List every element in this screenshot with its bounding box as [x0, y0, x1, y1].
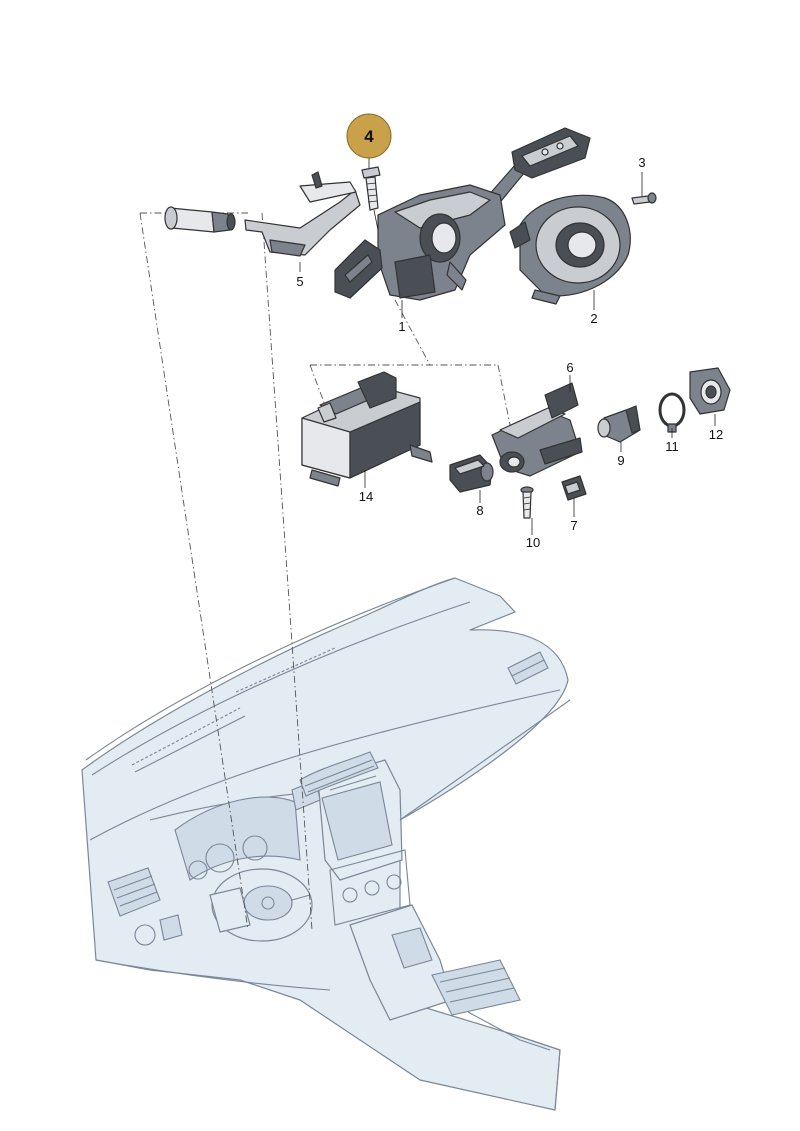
- label-part-9[interactable]: 9: [617, 453, 624, 468]
- label-part-14[interactable]: 14: [359, 489, 373, 504]
- part-4-screw[interactable]: [361, 166, 381, 211]
- part-2-clockspring[interactable]: [509, 194, 631, 305]
- callout-4-circle: [346, 113, 392, 159]
- part-9-sensor[interactable]: [597, 405, 641, 443]
- callout-4-number: 4: [364, 127, 374, 146]
- label-part-11[interactable]: 11: [665, 439, 679, 454]
- leader-lines: [299, 150, 716, 535]
- label-part-8[interactable]: 8: [476, 503, 483, 518]
- label-part-10[interactable]: 10: [526, 535, 540, 550]
- label-part-6[interactable]: 6: [566, 360, 573, 375]
- label-part-2[interactable]: 2: [590, 311, 597, 326]
- part-labels: 5 1 2 3 6 14 8 10 7 9 11 12: [296, 155, 723, 550]
- dashboard-illustration: [81, 577, 571, 1111]
- label-part-3[interactable]: 3: [638, 155, 645, 170]
- label-part-5[interactable]: 5: [296, 274, 303, 289]
- part-11-ring[interactable]: [658, 392, 686, 433]
- assembly-guide-lines: [139, 212, 511, 931]
- part-5-bracket[interactable]: [164, 171, 361, 257]
- part-12-bezel[interactable]: [689, 367, 731, 415]
- part-7-clip[interactable]: [561, 475, 587, 501]
- label-part-12[interactable]: 12: [709, 427, 723, 442]
- part-6-lock-housing[interactable]: [491, 382, 583, 477]
- label-part-7[interactable]: 7: [570, 518, 577, 533]
- part-3-screw[interactable]: [631, 192, 657, 205]
- part-1-steering-column-switch[interactable]: [334, 127, 591, 301]
- label-part-1[interactable]: 1: [398, 319, 405, 334]
- part-8-lock-cylinder[interactable]: [449, 454, 494, 493]
- part-10-screw[interactable]: [520, 486, 534, 519]
- part-14-control-unit[interactable]: [301, 371, 433, 487]
- callout-4[interactable]: 4: [346, 113, 392, 159]
